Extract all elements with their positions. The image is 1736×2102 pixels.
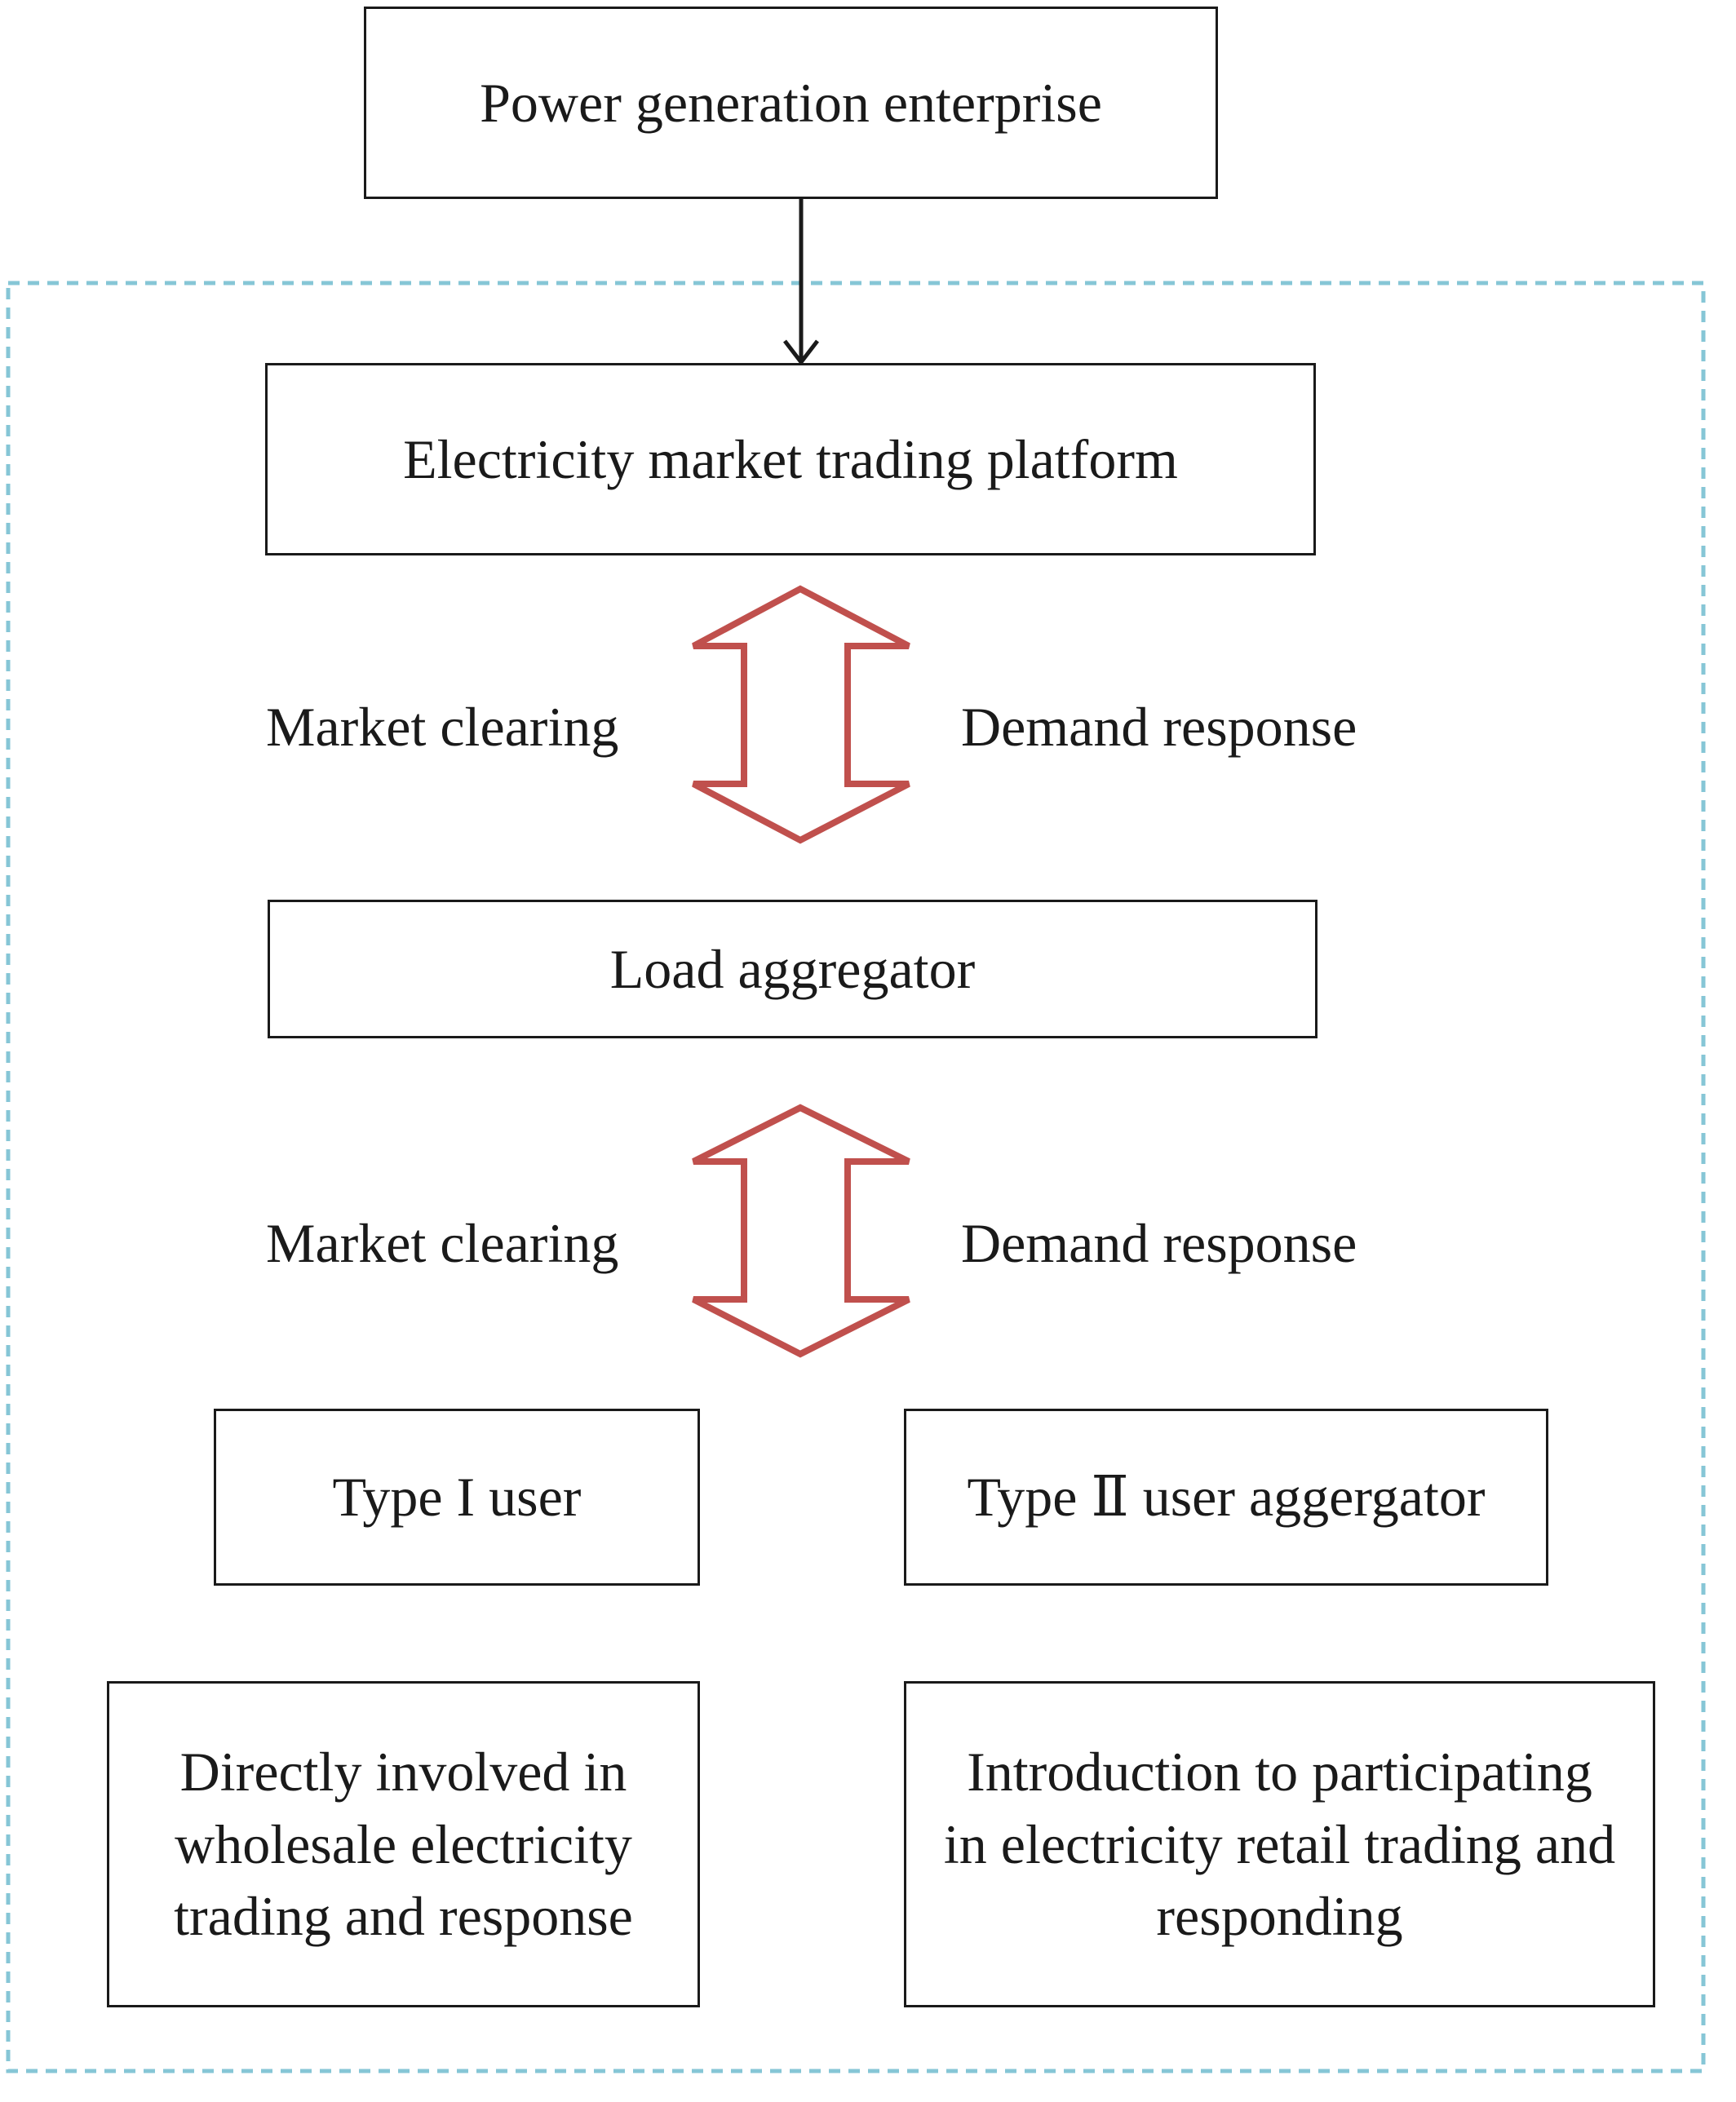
upper-market-clearing-label: Market clearing bbox=[266, 696, 619, 758]
trading-platform-node: Electricity market trading platform bbox=[265, 363, 1316, 555]
type1-description-node: Directly involved in wholesale electrici… bbox=[107, 1681, 700, 2007]
lower-market-clearing-label: Market clearing bbox=[266, 1212, 619, 1274]
market-scope-dashed-border bbox=[6, 281, 1706, 2073]
down-arrow-generation-to-platform bbox=[783, 196, 819, 366]
type1-user-node: Type I user bbox=[214, 1409, 700, 1586]
upper-demand-response-label: Demand response bbox=[961, 696, 1357, 758]
lower-demand-response-label: Demand response bbox=[961, 1212, 1357, 1274]
upper-double-arrow bbox=[692, 585, 910, 844]
type2-description-node: Introduction to participating in electri… bbox=[904, 1681, 1655, 2007]
type2-aggregator-node: Type Ⅱ user aggergator bbox=[904, 1409, 1548, 1586]
load-aggregator-node: Load aggregator bbox=[268, 900, 1318, 1038]
power-generation-node: Power generation enterprise bbox=[364, 7, 1218, 199]
lower-double-arrow bbox=[692, 1104, 910, 1358]
